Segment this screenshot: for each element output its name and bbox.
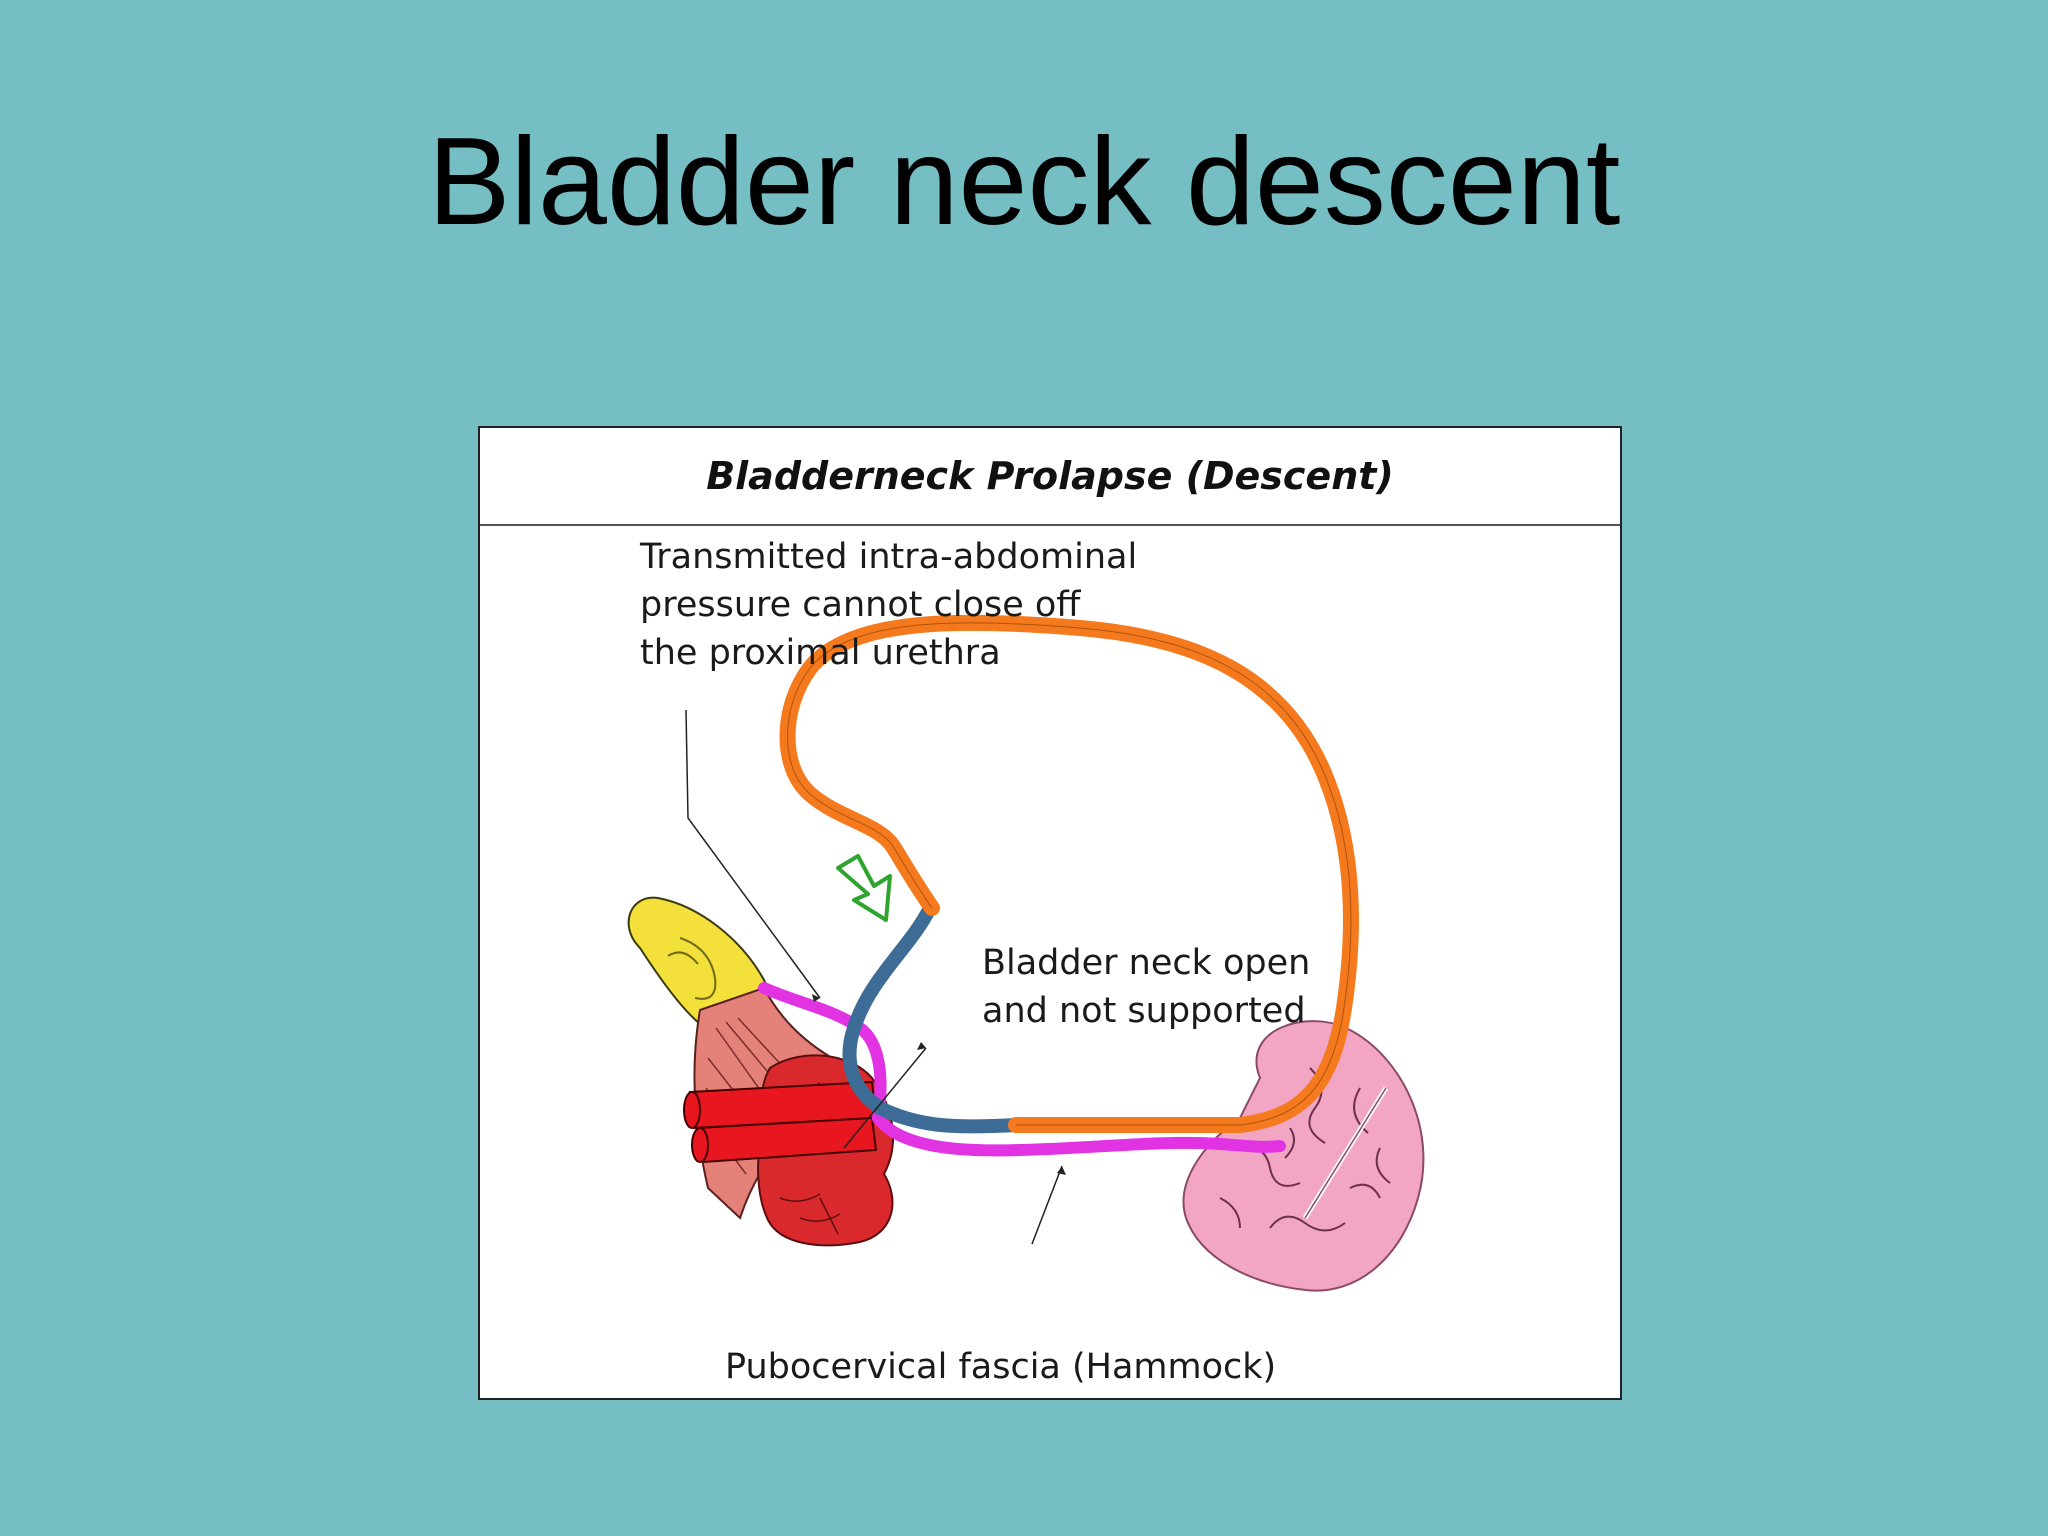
uterus-shape <box>1182 1020 1425 1292</box>
pressure-leader-line <box>685 709 821 999</box>
fascia-leader-line <box>1031 1165 1063 1245</box>
label-pressure-line3: the proximal urethra <box>640 633 1001 673</box>
label-pressure-line1: Transmitted intra-abdominal <box>639 537 1137 577</box>
label-neck-line2: and not supported <box>982 991 1306 1031</box>
anatomy-diagram: Transmitted intra-abdominal pressure can… <box>627 537 1425 1387</box>
pressure-leader-arrowhead <box>812 994 820 1002</box>
neck-leader-line <box>843 1047 927 1149</box>
slide-title: Bladder neck descent <box>427 113 1621 251</box>
neck-leader-arrowhead <box>917 1042 926 1050</box>
rectum-tube-shape <box>683 1080 878 1164</box>
label-fascia: Pubocervical fascia (Hammock) <box>725 1347 1276 1387</box>
fascia-leader-arrowhead <box>1057 1166 1066 1175</box>
urethra-line <box>842 901 1023 1134</box>
diagram-figure: Bladderneck Prolapse (Descent) <box>478 426 1622 1400</box>
bladder-wall-outline <box>787 622 1352 1126</box>
label-pressure-line2: pressure cannot close off <box>640 585 1081 625</box>
figure-title: Bladderneck Prolapse (Descent) <box>480 428 1620 526</box>
pressure-arrow-icon <box>836 854 892 922</box>
leader-lines <box>685 709 1063 1245</box>
label-neck-line1: Bladder neck open <box>982 943 1310 983</box>
